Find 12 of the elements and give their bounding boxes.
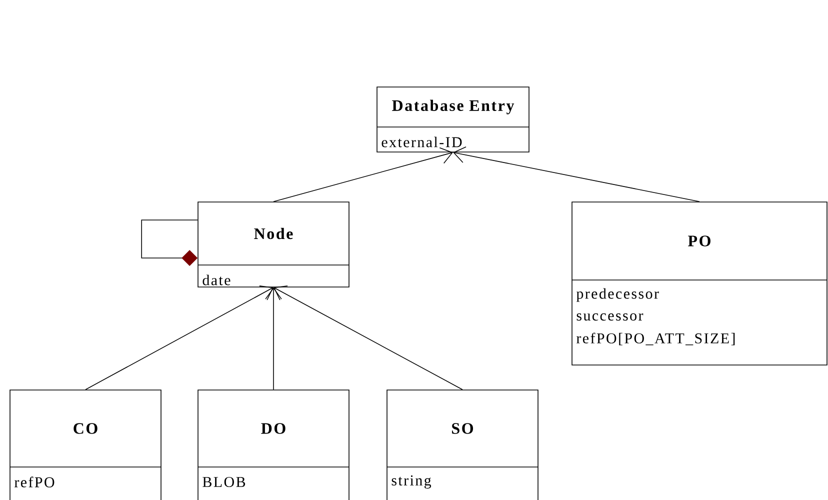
class-box: PO predecessor successor refPO[PO_ATT_SIZE] bbox=[572, 202, 828, 366]
class-box: Node date bbox=[198, 202, 350, 288]
arrow bbox=[274, 286, 463, 390]
class-box: CO refPO bbox=[10, 390, 162, 500]
class-box: SO string bbox=[386, 390, 538, 500]
class-box: DO BLOB bbox=[198, 390, 350, 500]
arrow bbox=[85, 286, 274, 390]
arrow bbox=[265, 287, 282, 390]
arrow bbox=[453, 146, 700, 202]
self-loop-arrow bbox=[141, 220, 198, 266]
class-box: Database Entry external-ID bbox=[376, 86, 530, 152]
arrow bbox=[273, 147, 453, 202]
